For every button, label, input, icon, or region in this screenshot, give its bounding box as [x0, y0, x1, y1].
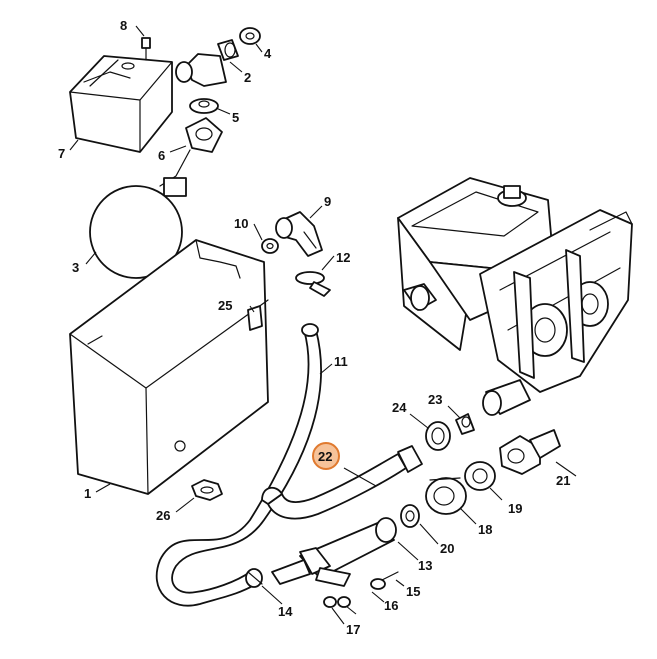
nut-26 — [191, 479, 223, 501]
callout-17: 17 — [346, 622, 360, 637]
clamp-14 — [245, 568, 263, 588]
callout-3: 3 — [72, 260, 79, 275]
callout-11: 11 — [334, 354, 348, 369]
callout-2: 2 — [244, 70, 251, 85]
callout-15: 15 — [406, 584, 420, 599]
clip-25 — [247, 305, 263, 331]
washer-5 — [189, 98, 219, 114]
callout-6: 6 — [158, 148, 165, 163]
callout-5: 5 — [232, 110, 239, 125]
float-holder-6 — [159, 117, 223, 197]
callout-8: 8 — [120, 18, 127, 33]
coupling-19 — [464, 461, 496, 491]
callout-10: 10 — [234, 216, 248, 231]
callout-9: 9 — [324, 194, 331, 209]
callout-25: 25 — [218, 298, 232, 313]
coupling-21 — [499, 429, 561, 475]
elbow-9 — [275, 211, 323, 257]
fitting-13 — [271, 517, 397, 587]
leader-lines — [69, 25, 577, 625]
tank-1 — [69, 239, 269, 495]
callout-1: 1 — [84, 486, 91, 501]
callout-7: 7 — [58, 146, 65, 161]
washer-16 — [337, 596, 351, 608]
cap-4 — [239, 27, 261, 45]
callout-22: 22 — [318, 449, 332, 464]
insert-23 — [455, 413, 475, 435]
valve-2 — [175, 39, 239, 87]
callout-23: 23 — [428, 392, 442, 407]
clamp-12 — [295, 271, 331, 297]
callout-13: 13 — [418, 558, 432, 573]
callout-16: 16 — [384, 598, 398, 613]
callout-19: 19 — [508, 501, 522, 516]
fitting-24 — [425, 421, 451, 451]
callout-26: 26 — [156, 508, 170, 523]
coupling-18 — [425, 477, 467, 515]
callout-21: 21 — [556, 473, 570, 488]
callout-12: 12 — [336, 250, 350, 265]
callout-labels: 8 4 2 5 6 7 3 9 10 12 25 11 1 26 22 24 2… — [58, 18, 570, 637]
callout-14: 14 — [278, 604, 293, 619]
hose-22 — [261, 445, 423, 520]
callout-24: 24 — [392, 400, 407, 415]
washer-20 — [400, 504, 420, 528]
pump-assembly — [397, 177, 633, 416]
tank-cover — [69, 55, 173, 153]
screw-15 — [370, 571, 399, 590]
highlight-marker — [312, 442, 340, 470]
callout-4: 4 — [264, 46, 272, 61]
float-ball-3 — [89, 185, 183, 279]
screw-8 — [141, 37, 151, 61]
callout-20: 20 — [440, 541, 454, 556]
callout-18: 18 — [478, 522, 492, 537]
washer-10 — [261, 238, 279, 254]
nut-17 — [323, 596, 337, 608]
